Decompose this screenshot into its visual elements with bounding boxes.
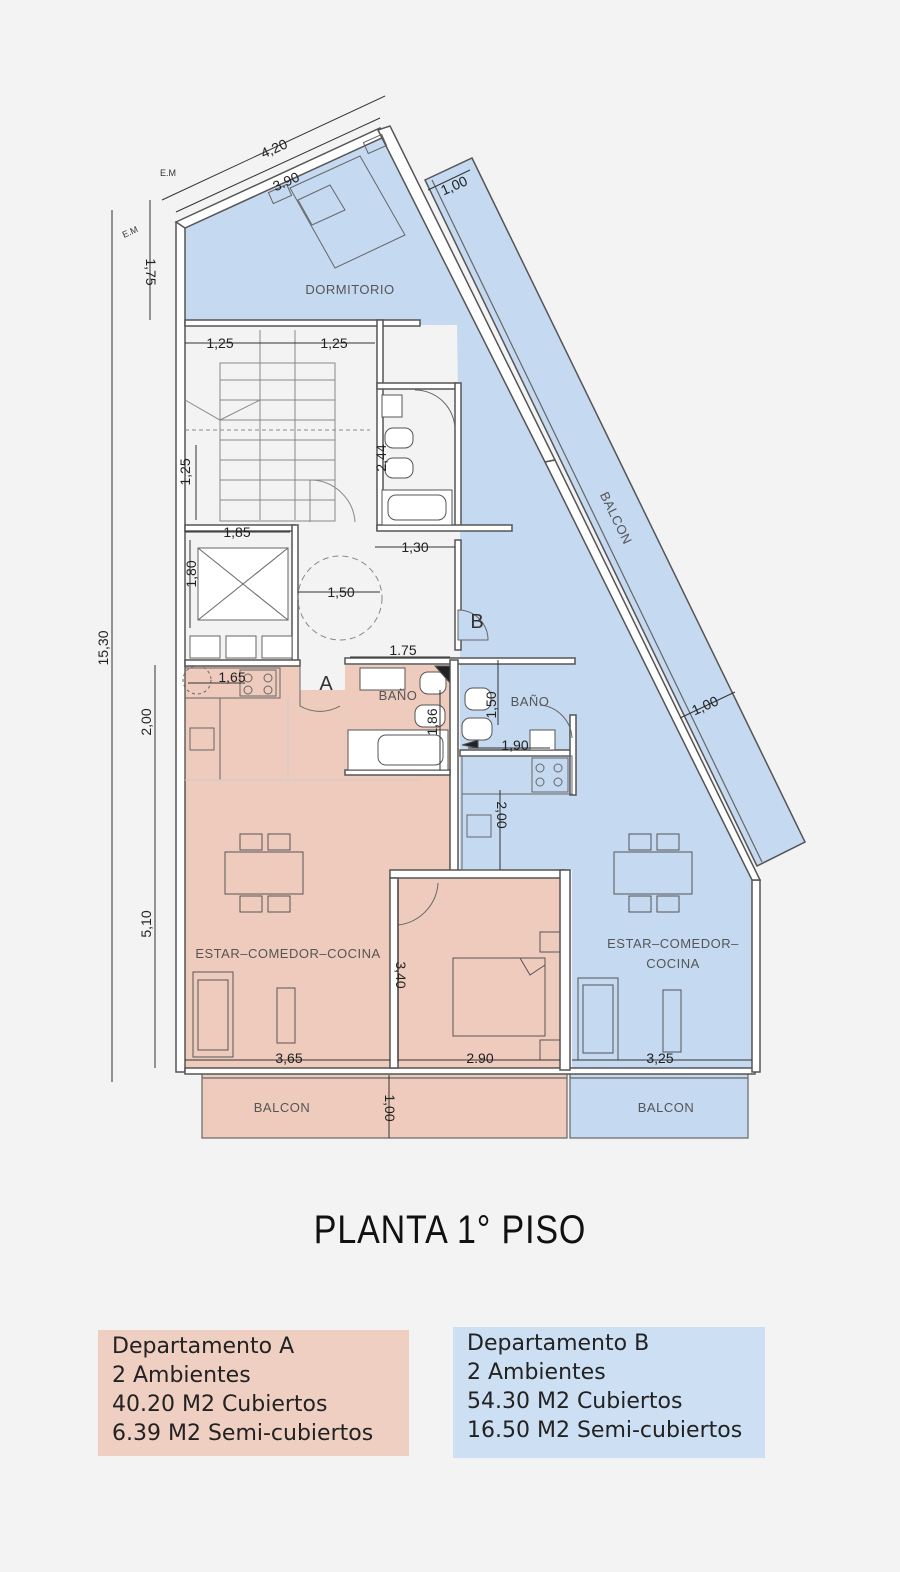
- dim-bath-2-44: 2,44: [373, 444, 389, 471]
- room-label-balcon-b: BALCON: [638, 1100, 694, 1115]
- room-label-balcon-a: BALCON: [254, 1100, 310, 1115]
- dim-left-1-75: 1,75: [143, 258, 159, 285]
- dim-bottom-3-65: 3,65: [275, 1050, 302, 1066]
- dept-b-summary: Departamento B 2 Ambientes 54.30 M2 Cubi…: [453, 1327, 765, 1458]
- room-label-estar-a: ESTAR–COMEDOR–COCINA: [195, 946, 380, 961]
- unit-mark-b: B: [470, 611, 483, 633]
- dim-kitchen-b-2-00: 2,00: [494, 801, 510, 828]
- dim-bano-b-1-50: 1,50: [483, 691, 499, 718]
- dept-a-name: Departamento A: [112, 1334, 295, 1359]
- dept-b-name: Departamento B: [467, 1331, 650, 1356]
- dept-b-bottom-balcony: [569, 1071, 749, 1139]
- stair: [184, 330, 370, 522]
- walls: [174, 125, 762, 1075]
- dept-b-ambientes: 2 Ambientes: [467, 1360, 606, 1385]
- dimension-lines: [111, 95, 752, 1138]
- bath-b-fixtures: [381, 394, 453, 526]
- dim-bottom-3-25: 3,25: [646, 1050, 673, 1066]
- dim-bano-1-75: 1.75: [389, 642, 416, 658]
- dim-bano-b-1-90: 1,90: [501, 737, 528, 753]
- em-mark-left: E.M: [121, 224, 140, 240]
- dim-top-4-20: 4,20: [258, 135, 290, 161]
- door-swing: [309, 479, 356, 523]
- dept-a-summary: Departamento A 2 Ambientes 40.20 M2 Cubi…: [98, 1330, 409, 1456]
- furniture-a: [192, 833, 561, 1061]
- unit-mark-a: A: [319, 673, 333, 695]
- dim-kitchen-1-65: 1,65: [218, 669, 245, 685]
- dim-stair-1-25-b: 1,25: [320, 335, 347, 351]
- dim-left-2-00: 2,00: [138, 708, 154, 735]
- room-label-bano-a: BAÑO: [379, 688, 418, 703]
- dim-hall-1-30: 1,30: [401, 539, 428, 555]
- kitchen-b: [461, 755, 573, 871]
- dept-a-semicubiertos: 6.39 M2 Semi-cubiertos: [112, 1421, 374, 1446]
- bath-b2-fixtures: [461, 687, 556, 751]
- room-label-dormitorio: DORMITORIO: [305, 282, 394, 297]
- bed-dormitorio: [267, 133, 406, 269]
- em-mark-top: E.M: [160, 168, 176, 178]
- bath-a-fixtures: [347, 665, 451, 771]
- dept-b-cubiertos: 54.30 M2 Cubiertos: [467, 1389, 683, 1414]
- kitchen-a: [182, 665, 420, 781]
- turning-circle: [297, 555, 383, 641]
- furniture-b: [577, 833, 693, 1061]
- dim-hall-1-50: 1,50: [327, 584, 354, 600]
- elevator: [189, 547, 293, 659]
- dim-stair-1-25-a: 1,25: [206, 335, 233, 351]
- dim-left-5-10: 5,10: [138, 910, 154, 937]
- dept-b-area: [183, 133, 752, 1072]
- dim-balcon-1-00: 1,00: [382, 1094, 398, 1121]
- door-arcs: [299, 389, 573, 926]
- dept-a-cubiertos: 40.20 M2 Cubiertos: [112, 1392, 328, 1417]
- dim-elevator-1-85: 1,85: [223, 524, 250, 540]
- dim-dorm-3-40: 3,40: [393, 961, 409, 988]
- room-label-estar-b-line2: COCINA: [646, 956, 700, 971]
- room-label-estar-b-line1: ESTAR–COMEDOR–: [607, 936, 739, 951]
- dept-a-ambientes: 2 Ambientes: [112, 1363, 251, 1388]
- dept-b-diagonal-balcony: [423, 157, 806, 868]
- floor-plan: DORMITORIO BALCON BAÑO BAÑO ESTAR–COMEDO…: [95, 95, 806, 1139]
- dept-a-area: [185, 665, 560, 1068]
- dept-a-bottom-balcony: [201, 1071, 568, 1139]
- dim-total-15-30: 15,30: [95, 630, 111, 665]
- dim-stair-vertical-1-25: 1,25: [177, 458, 193, 485]
- room-label-bano-b: BAÑO: [511, 694, 550, 709]
- lobby: [295, 530, 457, 665]
- dim-bano-1-86: 1,86: [424, 708, 440, 735]
- page-title: PLANTA 1° PISO: [313, 1208, 587, 1252]
- dim-bottom-2-90: 2.90: [466, 1050, 493, 1066]
- dept-b-semicubiertos: 16.50 M2 Semi-cubiertos: [467, 1418, 743, 1443]
- railings: [202, 179, 763, 1079]
- dim-elevator-1-80: 1,80: [183, 560, 199, 587]
